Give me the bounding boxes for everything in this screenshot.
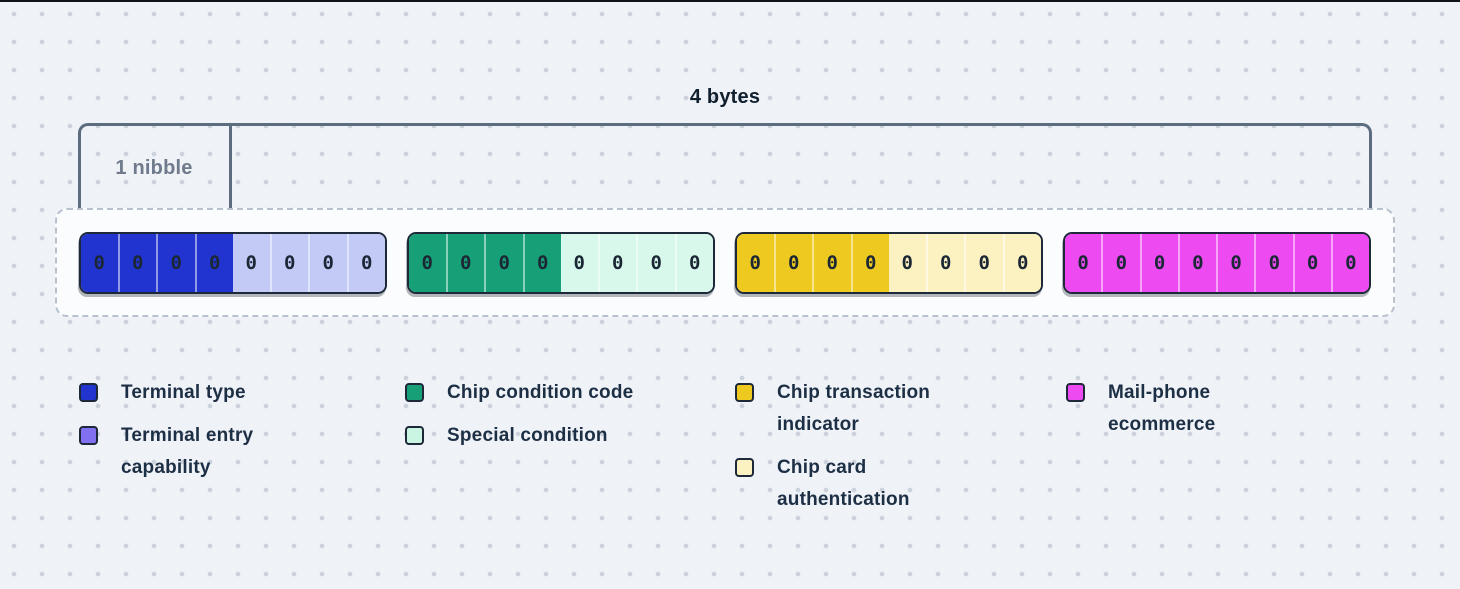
bit-cell: 0: [737, 233, 776, 292]
bit-cell: 0: [852, 233, 889, 292]
bit-cell: 0: [1294, 233, 1333, 292]
bit-value: 0: [498, 251, 510, 274]
bit-value: 0: [1115, 251, 1128, 274]
bit-value: 0: [460, 251, 472, 274]
bit-value: 0: [93, 251, 105, 274]
legend-item: Terminal entry capability: [79, 420, 253, 484]
bit-cell: 0: [775, 233, 814, 292]
bit-value: 0: [826, 251, 838, 274]
bit-cell: 0: [1179, 233, 1218, 292]
bit-cell: 0: [1141, 233, 1180, 292]
bit-cell: 0: [524, 233, 561, 292]
bit-value: 0: [749, 251, 761, 274]
legend-swatch-icon: [79, 383, 98, 402]
one-nibble-label: 1 nibble: [115, 157, 193, 179]
bit-cell: 0: [1332, 233, 1369, 292]
byte-group: 0 0 0 0 0 0 0 0: [1063, 231, 1371, 294]
bit-value: 0: [284, 251, 296, 274]
bit-value: 0: [245, 251, 257, 274]
bit-cell: 0: [676, 233, 713, 292]
bit-value: 0: [573, 251, 585, 274]
bit-cell: 0: [119, 233, 158, 292]
bit-value: 0: [1345, 251, 1357, 274]
legend-item: Chip card authentication: [735, 452, 930, 516]
bit-cell: 0: [599, 233, 638, 292]
legend-swatch-icon: [1066, 383, 1085, 402]
legend-label: Chip condition code: [447, 382, 634, 403]
bit-value: 0: [1017, 251, 1029, 274]
legend-item: Chip transaction indicator: [735, 377, 930, 441]
bit-cell: 0: [196, 233, 233, 292]
bit-cell: 0: [1218, 233, 1257, 292]
bit-cell: 0: [310, 233, 349, 292]
bit-cell: 0: [158, 233, 197, 292]
bit-cell: 0: [889, 233, 928, 292]
bit-value: 0: [1230, 251, 1242, 274]
bit-value: 0: [1268, 251, 1281, 274]
bit-cell: 0: [1004, 233, 1041, 292]
top-border-line: [0, 0, 1460, 2]
byte-group: 0 0 0 0 0 0 0 0: [735, 231, 1043, 294]
byte-group: 0 0 0 0 0 0 0 0: [79, 231, 387, 294]
bit-value: 0: [1192, 251, 1204, 274]
bit-cell: 0: [638, 233, 677, 292]
bit-value: 0: [1077, 251, 1089, 274]
bit-cell: 0: [1103, 233, 1142, 292]
four-bytes-bracket: [78, 123, 1372, 208]
legend-label: Terminal entry capability: [121, 425, 254, 478]
legend-item: Special condition: [405, 420, 633, 452]
legend-item: Mail-phone ecommerce: [1066, 377, 1215, 441]
byte-group: 0 0 0 0 0 0 0 0: [407, 231, 715, 294]
legend-label: Special condition: [447, 425, 608, 446]
bit-cell: 0: [927, 233, 966, 292]
legend-swatch-icon: [405, 426, 424, 445]
legend-label: Chip transaction indicator: [777, 382, 931, 435]
bit-value: 0: [132, 251, 144, 274]
bit-cell: 0: [486, 233, 525, 292]
bit-value: 0: [537, 251, 549, 274]
bit-value: 0: [322, 251, 334, 274]
bit-value: 0: [689, 251, 701, 274]
legend-swatch-icon: [735, 458, 754, 477]
bit-value: 0: [940, 251, 952, 274]
legend-label: Chip card authentication: [777, 457, 910, 510]
bit-value: 0: [1306, 251, 1319, 274]
legend-swatch-icon: [735, 383, 754, 402]
bit-value: 0: [612, 251, 624, 274]
bit-value: 0: [788, 251, 800, 274]
legend-item: Chip condition code: [405, 377, 633, 409]
bit-cell: 0: [447, 233, 486, 292]
bit-cell: 0: [966, 233, 1005, 292]
bit-value: 0: [865, 251, 877, 274]
legend-item: Terminal type: [79, 377, 253, 409]
bit-cell: 0: [1065, 233, 1104, 292]
bit-value: 0: [421, 251, 433, 274]
bit-value: 0: [901, 251, 913, 274]
bit-value: 0: [650, 251, 662, 274]
bit-cell: 0: [348, 233, 385, 292]
bit-cell: 0: [409, 233, 448, 292]
legend-label: Mail-phone ecommerce: [1108, 382, 1216, 435]
bit-cell: 0: [233, 233, 272, 292]
bit-cell: 0: [561, 233, 600, 292]
bit-value: 0: [1153, 251, 1166, 274]
bit-cell: 0: [271, 233, 310, 292]
nibble-divider-line: [229, 123, 232, 208]
legend-label: Terminal type: [121, 382, 246, 403]
legend-swatch-icon: [79, 426, 98, 445]
bit-value: 0: [209, 251, 221, 274]
bit-cell: 0: [814, 233, 853, 292]
bit-value: 0: [361, 251, 373, 274]
bit-cell: 0: [1256, 233, 1295, 292]
bit-value: 0: [978, 251, 990, 274]
four-bytes-label: 4 bytes: [689, 86, 761, 108]
legend-swatch-icon: [405, 383, 424, 402]
byte-strip-container: 0 0 0 0 0 0 0 0 0 0 0 0 0 0 0 0 0 0 0 0 0 0 0 0 0 0 0 0 0 0 0 0: [55, 208, 1395, 317]
bit-value: 0: [170, 251, 182, 274]
bit-cell: 0: [81, 233, 120, 292]
legend-column: Mail-phone ecommerce: [1066, 377, 1215, 441]
